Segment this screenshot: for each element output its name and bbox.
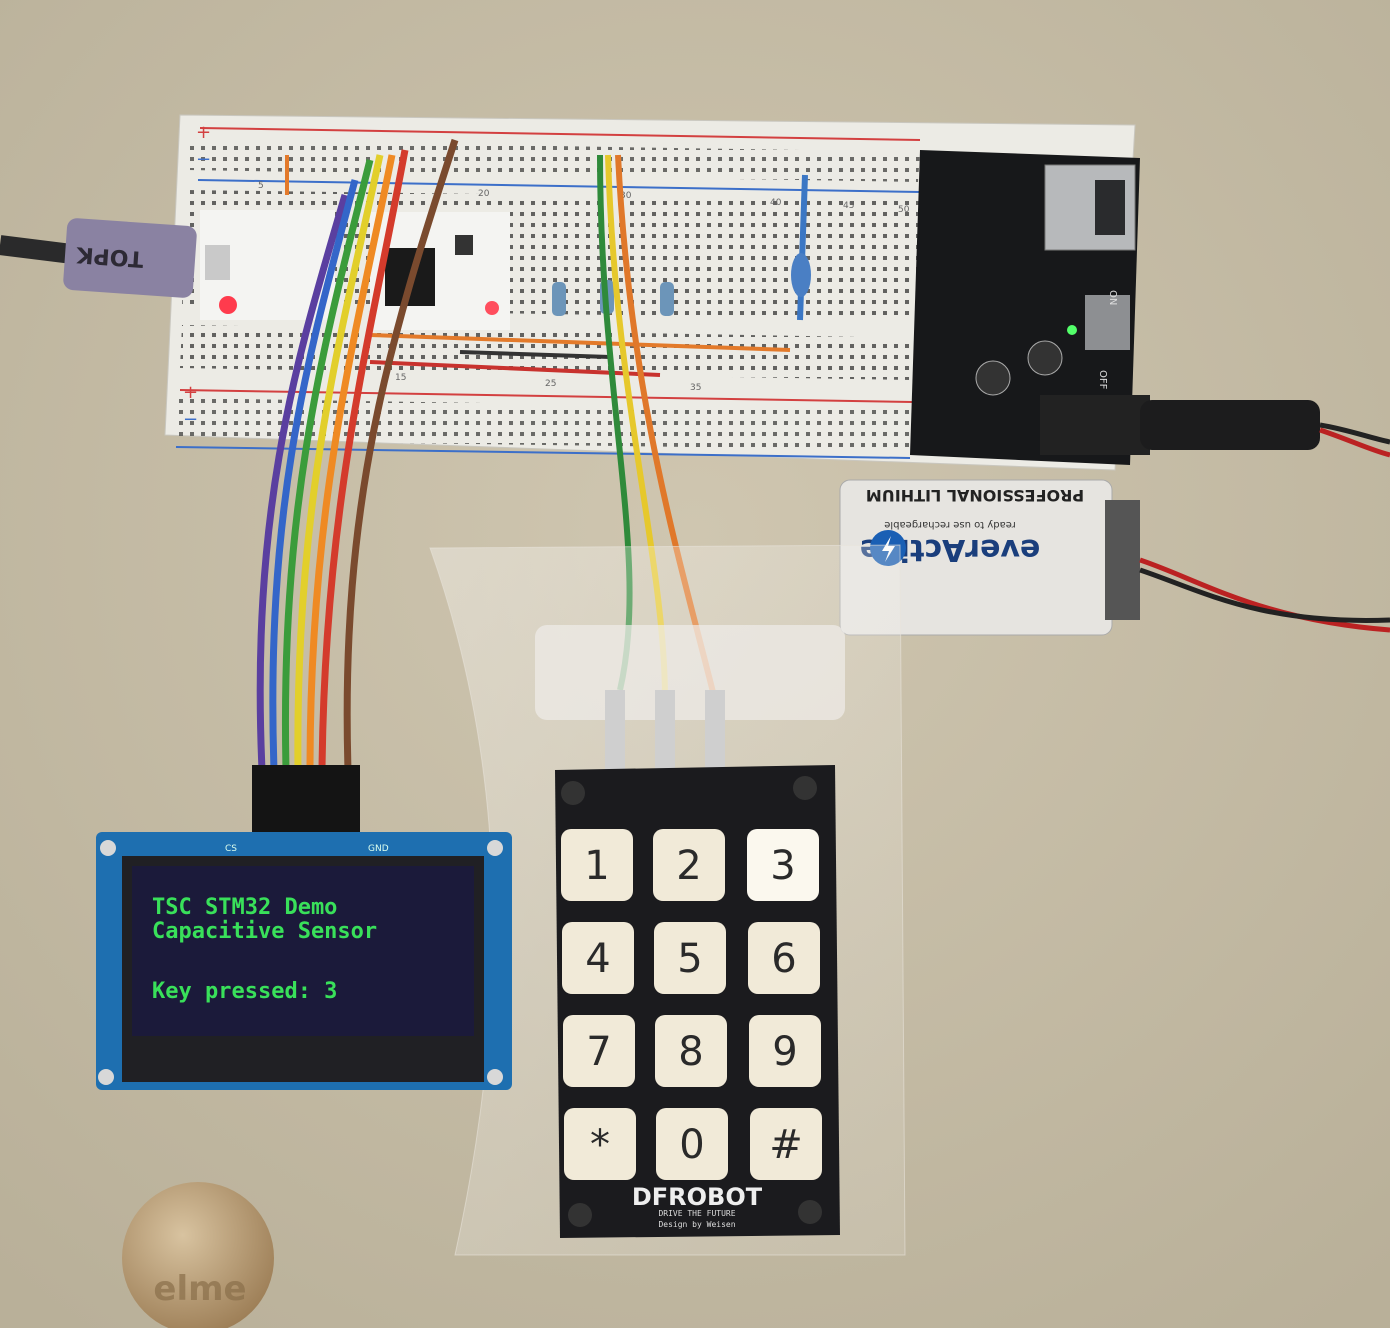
svg-text:5: 5 [258,181,264,191]
key-6-button[interactable] [748,922,820,994]
rail-plus-label-bottom: + [183,382,198,403]
key-label: 4 [585,936,610,982]
oled-pin-label-cs: CS [225,844,237,854]
switch-on-label: ON [1107,290,1118,305]
red-led-icon [219,296,237,314]
svg-text:30: 30 [620,191,632,201]
oled-line-title: TSC STM32 Demo [152,895,337,920]
dc-power-cable [1140,400,1390,458]
oled-line-subtitle: Capacitive Sensor [152,919,377,944]
key-3-button[interactable] [747,829,819,901]
power-led-icon [1067,325,1077,335]
bag-label-area [535,625,845,720]
key-label: 9 [772,1029,797,1075]
svg-text:50: 50 [898,205,910,215]
key-label: # [769,1122,803,1168]
badge-text: elme [153,1269,246,1309]
battery-subtitle-label: ready to use rechargeable [884,519,1016,530]
key-4-button[interactable] [562,922,634,994]
key-#-button[interactable] [750,1108,822,1180]
key-label: 1 [584,843,609,889]
rainbow-jumper-wires [256,138,459,771]
oled-display-module: CS GND TSC STM32 Demo Capacitive Sensor … [96,765,512,1090]
key-label: 7 [586,1029,611,1075]
key-*-button[interactable] [564,1108,636,1180]
key-1-button[interactable] [561,829,633,901]
switch-off-label: OFF [1097,370,1108,390]
svg-text:35: 35 [690,383,701,393]
svg-text:20: 20 [478,189,490,199]
red-led-icon [485,301,499,315]
capacitive-keypad: 1 2 3 4 5 6 7 8 9 * 0 # DFROBOT DRIVE THE FUTURE De… [555,690,840,1238]
key-label: 3 [770,843,795,889]
rail-minus-label-bottom: − [183,409,198,430]
key-0-button[interactable] [656,1108,728,1180]
rail-plus-label: + [196,122,211,143]
key-5-button[interactable] [654,922,726,994]
oled-line-key-pressed: Key pressed: 3 [152,979,337,1004]
svg-text:40: 40 [770,198,782,208]
oled-screen [132,866,474,1036]
rail-minus-label: − [196,149,211,170]
svg-text:45: 45 [843,201,854,211]
stm32-board [200,210,510,330]
key-label: 6 [771,936,796,982]
usb-cable: TOPK [0,218,197,298]
oled-pin-label-gnd: GND [368,844,389,854]
cable-brand-label: TOPK [75,241,144,271]
battery-type-label: PROFESSIONAL LITHIUM [866,486,1084,505]
key-label: * [590,1122,610,1168]
svg-text:25: 25 [545,379,556,389]
key-7-button[interactable] [563,1015,635,1087]
key-2-button[interactable] [653,829,725,901]
coin-badge: elme [122,1182,274,1328]
key-label: 0 [679,1122,704,1168]
key-label: 2 [676,843,701,889]
key-9-button[interactable] [749,1015,821,1087]
pin-header [252,765,360,837]
keypad-tagline: DRIVE THE FUTURE [658,1209,735,1218]
keypad-keys: 1 2 3 4 5 6 7 8 9 * 0 # [561,829,822,1180]
keypad-credit: Design by Weisen [658,1220,735,1229]
column-numbers: 5 15 20 25 30 35 40 45 50 [258,181,910,393]
key-8-button[interactable] [655,1015,727,1087]
power-supply-module: ON OFF [910,150,1150,465]
key-label: 8 [678,1029,703,1075]
keypad-brand-label: DFROBOT [632,1183,763,1211]
svg-text:15: 15 [395,373,406,383]
key-label: 5 [677,936,702,982]
